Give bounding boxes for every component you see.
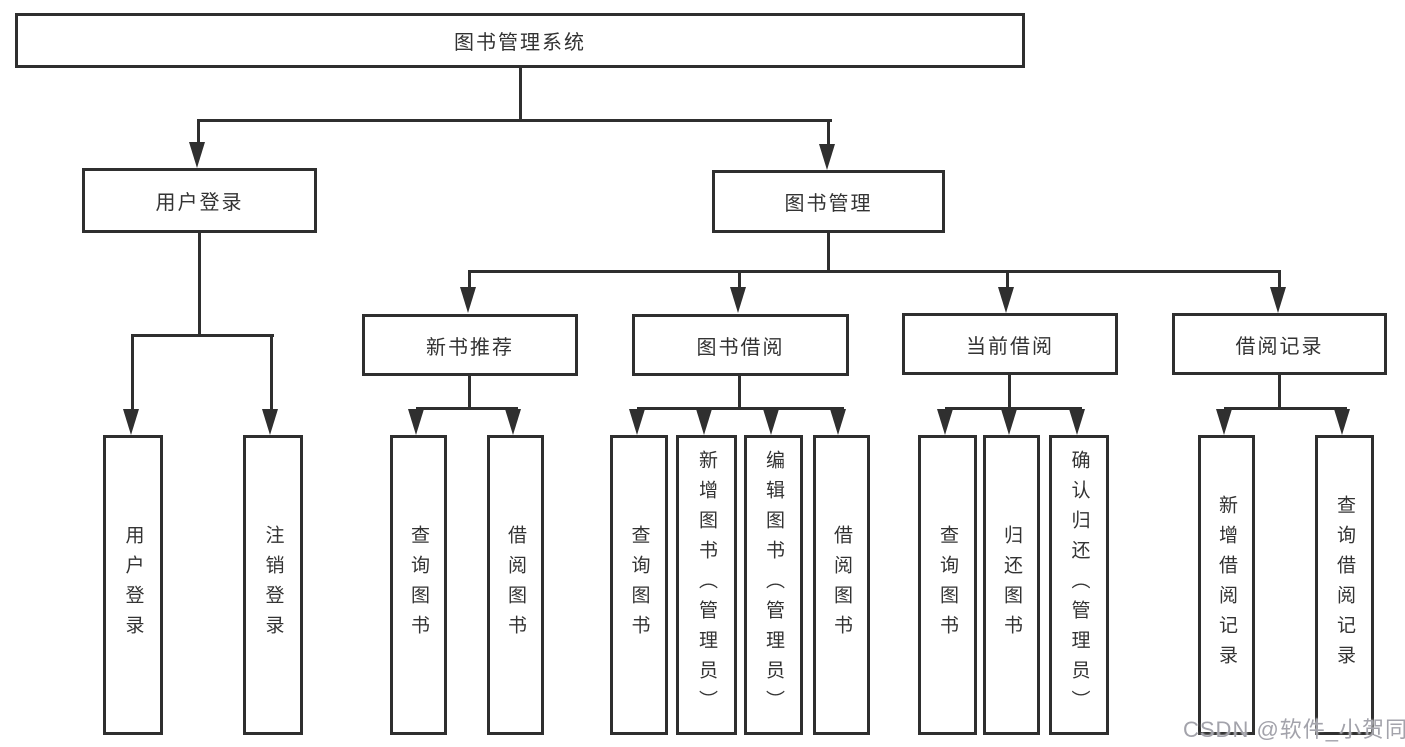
leaf-add-books-admin-label: 新增图书（管理员）: [696, 450, 717, 720]
edge-rec-bar: [416, 407, 518, 410]
leaf-borrow-query-books-label: 查询图书: [628, 525, 650, 645]
leaf-edit-books-admin-label: 编辑图书（管理员）: [763, 450, 784, 720]
leaf-add-books-admin: 新增图书（管理员）: [676, 435, 737, 735]
leaf-cur-query-books: 查询图书: [918, 435, 977, 735]
edge-records-stem: [1278, 375, 1281, 410]
leaf-borrow-query-books: 查询图书: [610, 435, 668, 735]
node-new-book-recommend-label: 新书推荐: [426, 336, 514, 359]
node-book-management: 图书管理: [712, 170, 945, 233]
arrowhead-to-cur-query-books: [937, 409, 953, 435]
arrowhead-to-add-borrow-record: [1216, 409, 1232, 435]
arrowhead-to-rec-query-books: [408, 409, 424, 435]
leaf-user-login: 用户登录: [103, 435, 163, 735]
arrowhead-to-new-book-recommend: [460, 287, 476, 313]
edge-mgmt-drop-4: [1278, 270, 1281, 289]
arrowhead-to-edit-books-admin: [763, 409, 779, 435]
edge-mgmt-stem: [827, 233, 830, 273]
edge-root-to-user-stem: [197, 119, 200, 144]
edge-borrow-stem: [738, 376, 741, 410]
node-user-login: 用户登录: [82, 168, 317, 233]
arrowhead-to-add-books-admin: [696, 409, 712, 435]
leaf-rec-query-books: 查询图书: [390, 435, 447, 735]
leaf-borrow-books: 借阅图书: [813, 435, 870, 735]
edge-user-drop-1: [131, 334, 134, 410]
arrowhead-to-user-login: [189, 142, 205, 168]
node-new-book-recommend: 新书推荐: [362, 314, 578, 376]
leaf-return-books: 归还图书: [983, 435, 1040, 735]
arrowhead-to-query-borrow-record: [1334, 409, 1350, 435]
leaf-confirm-return-admin-label: 确认归还（管理员）: [1068, 450, 1090, 720]
edge-rec-stem: [468, 376, 471, 410]
edge-mgmt-drop-1: [468, 270, 471, 289]
arrowhead-to-rec-borrow-books: [505, 409, 521, 435]
leaf-cur-query-books-label: 查询图书: [937, 525, 958, 645]
leaf-return-books-label: 归还图书: [1001, 525, 1022, 645]
leaf-query-borrow-record-label: 查询借阅记录: [1334, 495, 1355, 675]
edge-user-bar: [131, 334, 274, 337]
arrowhead-to-borrow-query-books: [629, 409, 645, 435]
watermark: CSDN @软件_小贺同学: [1183, 717, 1405, 742]
node-user-login-label: 用户登录: [155, 192, 244, 214]
leaf-logout: 注销登录: [243, 435, 303, 735]
arrowhead-to-current-borrow: [998, 287, 1014, 313]
edge-current-stem: [1008, 375, 1011, 410]
leaf-rec-borrow-books: 借阅图书: [487, 435, 544, 735]
edge-mgmt-drop-3: [1006, 270, 1009, 289]
node-current-borrow-label: 当前借阅: [966, 335, 1054, 358]
leaf-query-borrow-record: 查询借阅记录: [1315, 435, 1374, 735]
leaf-edit-books-admin: 编辑图书（管理员）: [744, 435, 803, 735]
node-root-label: 图书管理系统: [454, 32, 586, 54]
arrowhead-to-return-books: [1001, 409, 1017, 435]
edge-mgmt-bar: [468, 270, 1281, 273]
node-book-borrow-label: 图书借阅: [696, 336, 785, 359]
leaf-logout-label: 注销登录: [262, 525, 284, 645]
edge-user-stem: [198, 233, 201, 337]
arrowhead-to-leaf-logout: [262, 409, 278, 435]
node-borrow-records-label: 借阅记录: [1235, 335, 1324, 358]
edge-root-stem: [519, 67, 522, 121]
arrowhead-to-borrow-books: [830, 409, 846, 435]
edge-borrow-bar: [637, 407, 844, 410]
leaf-rec-query-books-label: 查询图书: [408, 525, 429, 645]
node-current-borrow: 当前借阅: [902, 313, 1118, 375]
arrowhead-to-borrow-records: [1270, 287, 1286, 313]
edge-root-bar: [197, 119, 832, 122]
leaf-confirm-return-admin: 确认归还（管理员）: [1049, 435, 1109, 735]
edge-root-to-mgmt-stem: [827, 119, 830, 146]
arrowhead-to-book-borrow: [730, 287, 746, 313]
node-book-management-label: 图书管理: [784, 193, 873, 215]
node-book-borrow: 图书借阅: [632, 314, 849, 376]
node-borrow-records: 借阅记录: [1172, 313, 1387, 375]
leaf-add-borrow-record: 新增借阅记录: [1198, 435, 1255, 735]
edge-records-bar: [1224, 407, 1347, 410]
arrowhead-to-book-management: [819, 144, 835, 170]
edge-mgmt-drop-2: [738, 270, 741, 289]
edge-current-bar: [945, 407, 1082, 410]
leaf-add-borrow-record-label: 新增借阅记录: [1216, 495, 1237, 675]
leaf-borrow-books-label: 借阅图书: [831, 525, 852, 645]
leaf-rec-borrow-books-label: 借阅图书: [505, 525, 526, 645]
arrowhead-to-leaf-user-login: [123, 409, 139, 435]
node-root: 图书管理系统: [15, 13, 1025, 68]
arrowhead-to-confirm-return: [1069, 409, 1085, 435]
leaf-user-login-label: 用户登录: [122, 525, 144, 645]
edge-user-drop-2: [270, 334, 273, 410]
